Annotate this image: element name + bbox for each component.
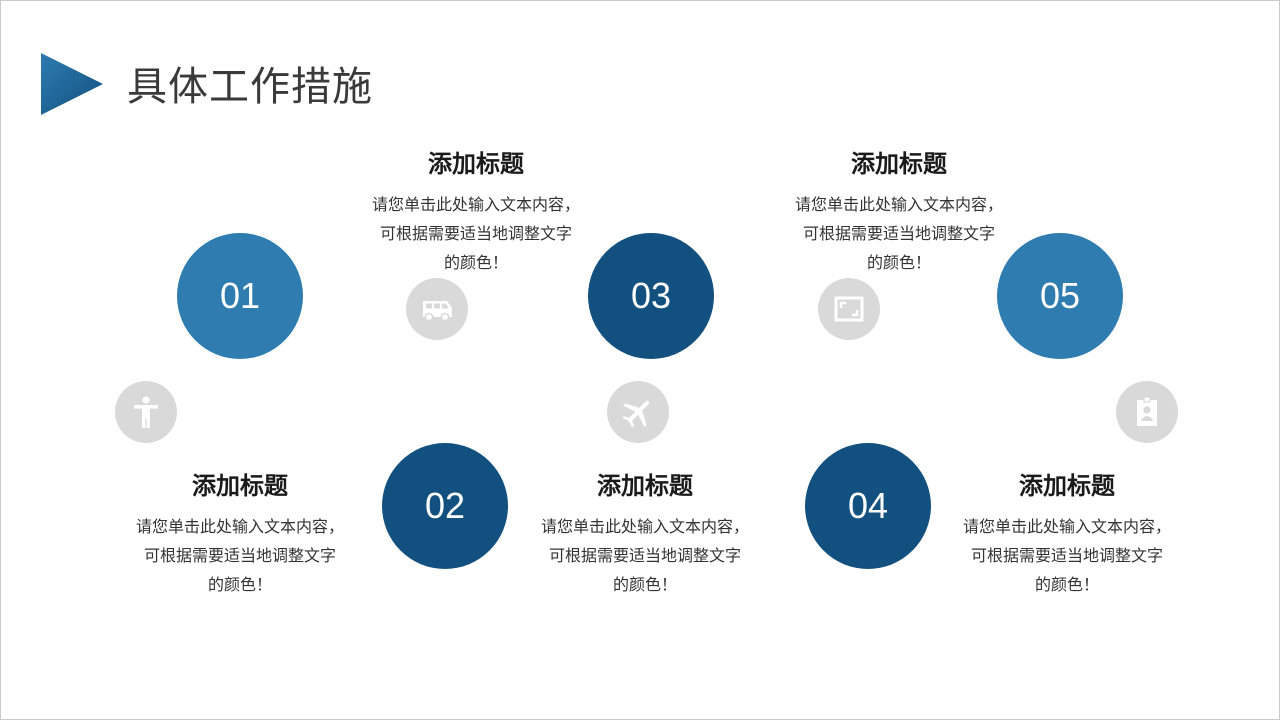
block-text-line: 的颜色！ — [1034, 575, 1099, 594]
block-text-line: 的颜色！ — [443, 253, 508, 272]
step-01-number-circle: 01 — [177, 233, 303, 359]
step-03-number-circle: 03 — [588, 233, 714, 359]
block-title: 添加标题 — [192, 472, 288, 500]
step-number: 01 — [219, 275, 261, 316]
accessibility-icon — [134, 396, 158, 428]
title-triangle-icon — [41, 53, 103, 115]
block-text-line: 可根据需要适当地调整文字 — [970, 546, 1163, 565]
id-badge-icon — [1137, 396, 1157, 426]
step-02-text-block: 添加标题 请您单击此处输入文本内容， 可根据需要适当地调整文字 的颜色！ — [520, 470, 770, 599]
block-text-line: 可根据需要适当地调整文字 — [143, 546, 336, 565]
van-icon — [423, 301, 452, 322]
page-title: 具体工作措施 — [127, 64, 373, 110]
block-title: 添加标题 — [851, 150, 947, 178]
step-04-number-circle: 04 — [805, 443, 931, 569]
step-number: 02 — [424, 485, 466, 526]
step-05-text-block: 添加标题 请您单击此处输入文本内容， 可根据需要适当地调整文字 的颜色！ — [774, 148, 1024, 277]
id-badge-icon-circle — [1116, 381, 1178, 443]
accessibility-icon-circle — [115, 381, 177, 443]
block-text-line: 请您单击此处输入文本内容， — [540, 517, 749, 536]
block-text-line: 可根据需要适当地调整文字 — [548, 546, 741, 565]
block-title: 添加标题 — [597, 472, 693, 500]
block-title: 添加标题 — [428, 150, 524, 178]
van-icon-circle — [406, 278, 468, 340]
block-title: 添加标题 — [1019, 472, 1115, 500]
block-text-line: 的颜色！ — [207, 575, 272, 594]
block-text-line: 的颜色！ — [612, 575, 677, 594]
step-04-text-block: 添加标题 请您单击此处输入文本内容， 可根据需要适当地调整文字 的颜色！ — [942, 470, 1192, 599]
step-05-number-circle: 05 — [997, 233, 1123, 359]
airplane-icon-circle — [607, 381, 669, 443]
block-text-line: 可根据需要适当地调整文字 — [802, 224, 995, 243]
airplane-icon — [622, 400, 650, 428]
picture-frame-icon — [834, 296, 864, 322]
step-03-text-block: 添加标题 请您单击此处输入文本内容， 可根据需要适当地调整文字 的颜色！ — [351, 148, 601, 277]
step-number: 04 — [847, 485, 889, 526]
block-text-line: 请您单击此处输入文本内容， — [794, 195, 1003, 214]
block-text-line: 请您单击此处输入文本内容， — [135, 517, 344, 536]
block-text-line: 可根据需要适当地调整文字 — [379, 224, 572, 243]
step-02-number-circle: 02 — [382, 443, 508, 569]
block-text-line: 的颜色！ — [866, 253, 931, 272]
block-text-line: 请您单击此处输入文本内容， — [962, 517, 1171, 536]
step-number: 03 — [630, 275, 672, 316]
picture-frame-icon-circle — [818, 278, 880, 340]
step-01-text-block: 添加标题 请您单击此处输入文本内容， 可根据需要适当地调整文字 的颜色！ — [115, 470, 365, 599]
step-number: 05 — [1039, 275, 1081, 316]
block-text-line: 请您单击此处输入文本内容， — [371, 195, 580, 214]
